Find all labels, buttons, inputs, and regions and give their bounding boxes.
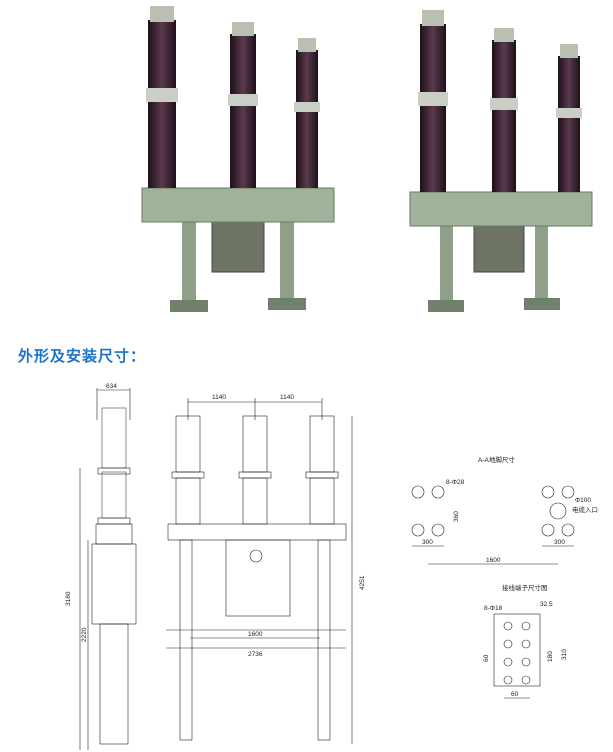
dim-pitch-right: 1140 — [280, 394, 294, 401]
terminal-title: 接线端子尺寸图 — [502, 583, 548, 592]
dim-side-height-lower: 2220 — [81, 627, 88, 642]
dim-frame-width: 2736 — [248, 651, 263, 658]
terminal-top: 32.5 — [540, 601, 553, 608]
front-view: 1140 1140 1600 2736 4251 — [166, 394, 366, 744]
terminal-left: 60 — [483, 654, 490, 662]
cable-hole: Φ100 — [575, 497, 591, 504]
terminal-plate: 接线端子尺寸图 8-Φ18 32.5 180 310 60 60 — [483, 583, 568, 699]
breaker-photo-angle — [409, 10, 593, 312]
dim-side-height: 3180 — [65, 591, 72, 606]
dim-side-width: 634 — [106, 383, 117, 390]
side-view: 634 3180 2220 — [65, 383, 137, 750]
foundation-left: 300 — [422, 539, 433, 546]
section-heading: 外形及安装尺寸： — [18, 348, 147, 365]
cable-label: 电缆入口 — [572, 505, 598, 514]
terminal-bottom: 60 — [511, 691, 519, 698]
dim-overall-height: 4251 — [359, 575, 366, 590]
breaker-photo-front — [141, 6, 335, 312]
terminal-height: 310 — [561, 649, 568, 660]
foundation-vertical: 360 — [453, 511, 460, 522]
terminal-pitch: 180 — [547, 651, 554, 662]
terminal-holes: 8-Φ18 — [484, 605, 503, 612]
dim-pitch-left: 1140 — [212, 394, 226, 401]
dimension-drawing: 634 3180 2220 1140 1140 1600 2736 — [65, 383, 598, 750]
foundation-title: A-A地脚尺寸 — [478, 455, 515, 464]
foundation-holes: 8-Φ28 — [446, 479, 465, 486]
foundation-plan: A-A地脚尺寸 8-Φ28 360 Φ100 电缆入口 300 300 1600 — [411, 455, 598, 565]
foundation-span: 1600 — [486, 557, 501, 564]
foundation-right: 300 — [554, 539, 565, 546]
dim-frame-inner: 1600 — [248, 631, 263, 638]
